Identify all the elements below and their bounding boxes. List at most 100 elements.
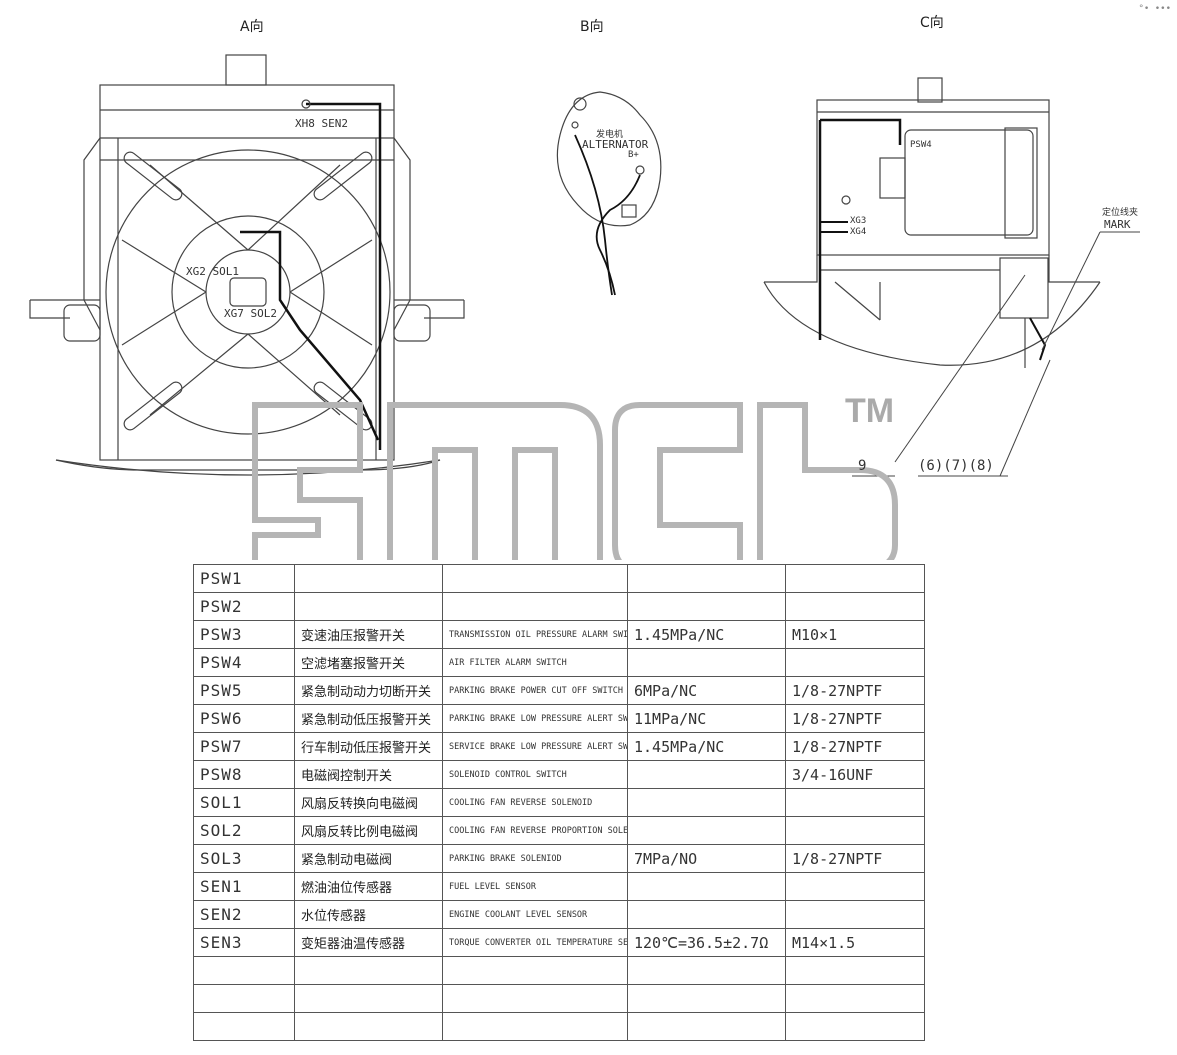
label-alternator-cn: 发电机 [596,130,624,140]
part-spec [627,900,786,929]
part-code: PSW7 [193,732,295,761]
view-a-title: A向 [240,19,264,35]
part-name-cn: 紧急制动电磁阀 [294,844,443,873]
part-spec: 1.45MPa/NC [627,620,786,649]
part-spec [627,816,786,845]
label-alternator: ALTERNATOR [582,138,649,151]
part-thread: 3/4-16UNF [785,760,925,789]
view-a-drawing [29,54,465,476]
part-thread [785,648,925,677]
label-mark: MARK [1104,218,1131,231]
part-thread [785,1012,925,1041]
watermark-tm: TM [845,392,895,430]
part-thread [785,564,925,593]
part-name-en [442,984,628,1013]
part-spec: 11MPa/NC [627,704,786,733]
part-spec [627,788,786,817]
view-c-drawing [763,77,1140,477]
table-row [193,1012,925,1041]
callout-items-6-7-8: (6)(7)(8) [918,458,994,474]
part-name-cn: 变速油压报警开关 [294,620,443,649]
part-thread: 1/8-27NPTF [785,704,925,733]
part-code: PSW4 [193,648,295,677]
part-name-en: PARKING BRAKE SOLENIOD [442,844,628,873]
part-name-cn: 空滤堵塞报警开关 [294,648,443,677]
part-name-cn: 紧急制动动力切断开关 [294,676,443,705]
part-name-en [442,1012,628,1041]
part-name-cn [294,564,443,593]
part-code [193,956,295,985]
part-spec [627,648,786,677]
part-spec [627,956,786,985]
label-xg3: XG3 [850,216,867,226]
part-spec: 7MPa/NO [627,844,786,873]
part-name-cn [294,956,443,985]
part-name-en: ENGINE COOLANT LEVEL SENSOR [442,900,628,929]
table-row [193,984,925,1013]
part-spec [627,984,786,1013]
label-xg4: XG4 [850,227,867,237]
table-row: PSW1 [193,564,925,593]
part-spec [627,592,786,621]
part-name-cn: 变矩器油温传感器 [294,928,443,957]
part-thread: 1/8-27NPTF [785,676,925,705]
label-xg2-sol1: XG2 SOL1 [186,265,239,278]
part-name-en: PARKING BRAKE POWER CUT OFF SWITCH [442,676,628,705]
part-code: SEN3 [193,928,295,957]
watermark-logo [252,402,898,560]
drawing-canvas [29,54,1140,560]
label-psw4: PSW4 [910,140,932,150]
part-spec [627,760,786,789]
part-code: SOL1 [193,788,295,817]
part-name-cn: 电磁阀控制开关 [294,760,443,789]
part-thread: M14×1.5 [785,928,925,957]
label-xg7-sol2: XG7 SOL2 [224,307,277,320]
part-code: SEN2 [193,900,295,929]
part-spec: 120℃=36.5±2.7Ω [627,928,786,957]
part-thread: 1/8-27NPTF [785,732,925,761]
part-thread [785,900,925,929]
part-code: PSW2 [193,592,295,621]
part-thread [785,872,925,901]
part-spec [627,1012,786,1041]
table-row [193,956,925,985]
part-thread: 1/8-27NPTF [785,844,925,873]
part-name-en [442,956,628,985]
part-name-cn: 风扇反转换向电磁阀 [294,788,443,817]
part-spec [627,564,786,593]
part-code: PSW5 [193,676,295,705]
part-name-cn: 风扇反转比例电磁阀 [294,816,443,845]
part-name-cn: 水位传感器 [294,900,443,929]
part-name-en: COOLING FAN REVERSE SOLENOID [442,788,628,817]
part-thread [785,816,925,845]
part-thread [785,956,925,985]
part-code: PSW1 [193,564,295,593]
part-thread: M10×1 [785,620,925,649]
table-row: PSW2 [193,592,925,621]
view-c-title: C向 [920,15,944,31]
part-name-en: AIR FILTER ALARM SWITCH [442,648,628,677]
callout-item-9: 9 [858,458,867,474]
label-mark-cn: 定位线夹 [1102,208,1139,218]
label-b-plus: B+ [628,150,639,160]
part-name-en: PARKING BRAKE LOW PRESSURE ALERT SWITCH [442,704,628,733]
part-code: PSW3 [193,620,295,649]
part-name-cn: 紧急制动低压报警开关 [294,704,443,733]
view-b-title: B向 [580,19,604,35]
part-name-en: SERVICE BRAKE LOW PRESSURE ALERT SWITCH [442,732,628,761]
part-thread [785,592,925,621]
part-spec: 6MPa/NC [627,676,786,705]
part-code [193,1012,295,1041]
view-b-drawing [556,91,662,296]
